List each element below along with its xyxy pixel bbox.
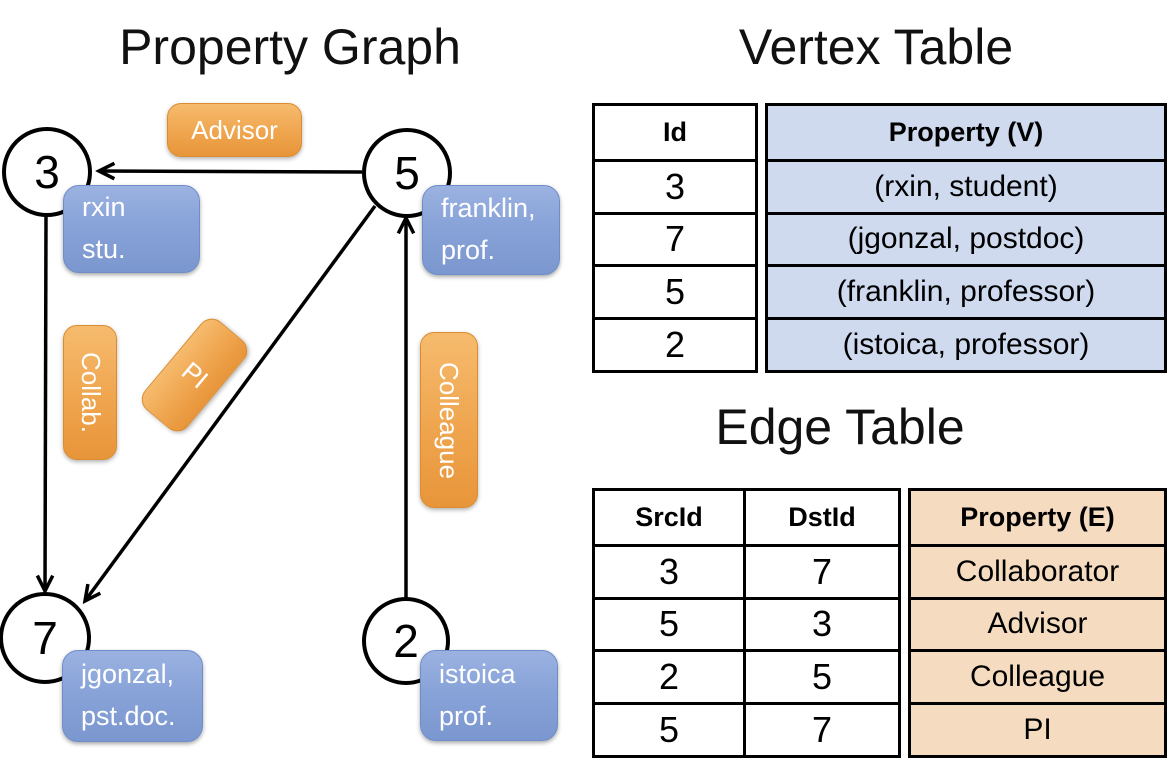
vertex-property-line: jgonzal, <box>81 659 175 690</box>
edge-table-ids-columns: SrcId DstId 3 7 5 3 2 5 5 7 <box>592 488 901 758</box>
vertex-property-line: istoica <box>439 658 516 689</box>
edge-table-cell: 5 <box>595 596 743 650</box>
edge-table-cell: 7 <box>743 702 898 755</box>
vertex-property-box-7: jgonzal, pst.doc. <box>62 650 203 742</box>
column-header-property-e: Property (E) <box>960 501 1115 532</box>
edge-5-to-3 <box>99 171 363 172</box>
vertex-property-line: rxin <box>82 192 126 223</box>
edge-label-advisor: Advisor <box>167 103 302 157</box>
edge-table-cell: Advisor <box>911 596 1164 650</box>
vertex-property-line: franklin, <box>441 193 536 224</box>
edge-3-to-7 <box>45 215 46 591</box>
edge-table-cell: 3 <box>595 543 743 597</box>
edge-label-text: Collab. <box>75 352 106 433</box>
edge-table-cell: 7 <box>743 543 898 597</box>
edge-table-cell: PI <box>911 702 1164 755</box>
vertex-property-line: prof. <box>439 700 494 731</box>
vertex-table-property-column: Property (V) (rxin, student) (jgonzal, p… <box>765 103 1167 373</box>
edge-table-cell: 3 <box>743 596 898 650</box>
column-header-dstid: DstId <box>743 491 898 544</box>
vertex-property-line: prof. <box>441 235 496 265</box>
edge-label-text: PI <box>175 355 214 395</box>
column-header-id: Id <box>663 116 687 147</box>
edge-table-title: Edge Table <box>715 399 965 455</box>
vertex-table-cell: (rxin, student) <box>768 158 1164 212</box>
vertex-node-2: 2 <box>362 597 450 685</box>
vertex-property-box-2: istoica prof. <box>420 650 558 741</box>
vertex-property-line: stu. <box>82 234 126 264</box>
vertex-table-cell: 7 <box>595 211 755 265</box>
vertex-table-cell: 2 <box>595 317 755 370</box>
graph-edges-layer <box>0 0 585 760</box>
edge-table-cell: Colleague <box>911 649 1164 702</box>
vertex-table-cell: (franklin, professor) <box>768 264 1164 317</box>
vertex-table-cell: (jgonzal, postdoc) <box>768 211 1164 265</box>
column-header-property-v: Property (V) <box>888 116 1044 147</box>
vertex-id: 5 <box>394 147 420 199</box>
edge-table-cell: Collaborator <box>911 543 1164 597</box>
edge-table-cell: 2 <box>595 649 743 702</box>
vertex-property-box-3: rxin stu. <box>63 185 200 273</box>
edge-table-cell: 5 <box>743 649 898 703</box>
vertex-table-cell: 5 <box>595 264 755 317</box>
edge-table-cell: 5 <box>595 702 743 755</box>
vertex-table-cell: (istoica, professor) <box>768 317 1164 370</box>
edge-table-property-column: Property (E) Collaborator Advisor Collea… <box>908 488 1167 758</box>
column-header-srcid: SrcId <box>635 501 703 532</box>
vertex-table-id-column: Id 3 7 5 2 <box>592 103 758 373</box>
vertex-table-cell: 3 <box>595 158 755 212</box>
vertex-property-line: pst.doc. <box>81 701 176 731</box>
property-graph-title: Property Graph <box>119 19 461 75</box>
vertex-property-box-5: franklin, prof. <box>422 185 560 275</box>
vertex-table-title: Vertex Table <box>738 19 1014 75</box>
edge-label-text: Colleague <box>434 361 465 479</box>
edge-label-colleague: Colleague <box>420 332 478 508</box>
vertex-id: 7 <box>32 612 58 664</box>
vertex-id: 3 <box>34 146 60 198</box>
edge-5-to-7 <box>85 204 377 601</box>
edge-label-text: Advisor <box>191 114 278 145</box>
edge-label-collab: Collab. <box>63 325 117 460</box>
vertex-id: 2 <box>393 615 419 667</box>
